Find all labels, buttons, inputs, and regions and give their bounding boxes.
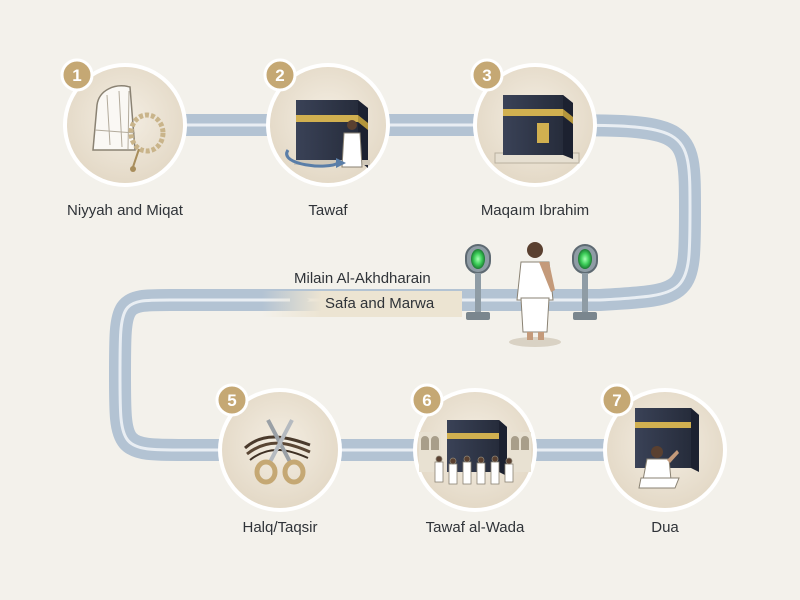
scissors-icon: [254, 419, 306, 485]
step-5-halq-circle: [215, 383, 342, 512]
step-number-1: 1: [72, 66, 81, 85]
circulation-arrow-icon: [285, 149, 339, 168]
pilgrim-icon: [341, 120, 363, 168]
step-label-3: Maqaım Ibrahim: [480, 202, 590, 219]
step-label-1: Niyyah and Miqat: [67, 202, 183, 219]
step-6-tawaf-wada-circle: [410, 383, 537, 512]
step-number-3: 3: [482, 66, 491, 85]
kaaba-icon: [635, 408, 699, 472]
step-label-7: Dua: [651, 519, 679, 536]
ihram-cloth-icon: [92, 85, 136, 151]
step-badge-7: [600, 383, 634, 417]
walking-pilgrim-icon: [509, 242, 561, 347]
step-number-6: 6: [422, 391, 431, 410]
green-light-pillar-right-icon: [572, 244, 598, 320]
prayer-beads-icon: [128, 112, 166, 172]
step-label-6: Tawaf al-Wada: [425, 519, 525, 536]
crowd-of-pilgrims-icon: [434, 455, 514, 485]
praying-pilgrim-icon: [638, 446, 680, 489]
step-2-tawaf-circle: [263, 58, 390, 187]
sai-label-milain: Milain Al-Akhdharain: [294, 270, 431, 287]
step-number-2: 2: [275, 66, 284, 85]
kaaba-icon: [494, 95, 580, 164]
step-number-7: 7: [612, 391, 621, 410]
step-badge-2: [263, 58, 297, 92]
step-badge-5: [215, 383, 249, 417]
sai-highlight-band: [262, 291, 462, 317]
step-label-5: Halq/Taqsir: [242, 519, 318, 536]
step-1-niyyah-circle: [60, 58, 187, 187]
step-label-2: Tawaf: [308, 202, 348, 219]
step-badge-6: [410, 383, 444, 417]
step-3-maqam-circle: [470, 58, 597, 187]
kaaba-icon: [447, 420, 507, 476]
step-badge-1: [60, 58, 94, 92]
step-7-dua-circle: [600, 383, 727, 512]
step-number-5: 5: [227, 391, 236, 410]
sai-scene: [465, 242, 598, 347]
sai-label-safa-marwa: Safa and Marwa: [325, 295, 435, 312]
step-badge-3: [470, 58, 504, 92]
green-light-pillar-left-icon: [465, 244, 491, 320]
